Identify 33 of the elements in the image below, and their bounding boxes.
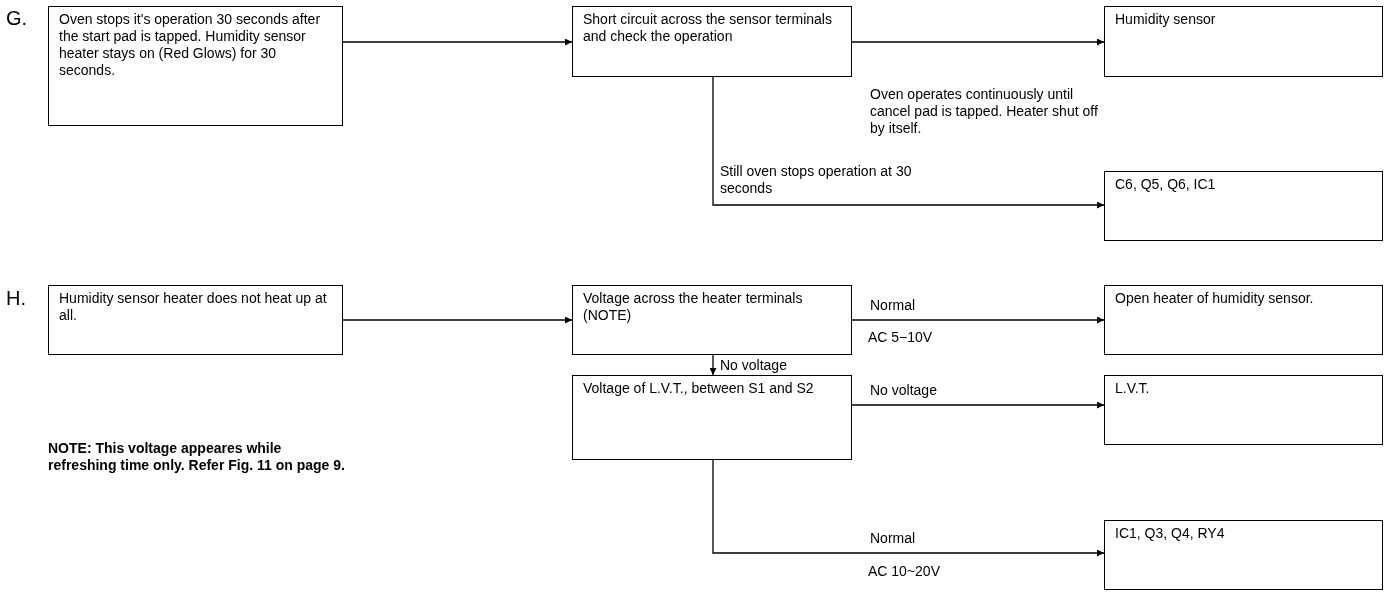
process-box (1104, 520, 1383, 590)
voltage-label: AC 10~20V (868, 563, 941, 580)
box-text: Voltage across the heater terminals (NOTE) (583, 290, 804, 324)
voltage-label: AC 5−10V (868, 329, 934, 346)
process-box (1104, 6, 1383, 77)
section-letter: G. (6, 10, 29, 27)
process-box (572, 375, 852, 460)
box-text: C6, Q5, Q6, IC1 (1115, 176, 1217, 193)
process-box (48, 6, 343, 126)
process-box (1104, 171, 1383, 241)
arrow (851, 401, 1105, 409)
arrow (709, 354, 717, 376)
section-letter: H. (6, 290, 27, 307)
arrow (712, 76, 1105, 209)
arrow (712, 459, 1105, 557)
box-text: Humidity sensor heater does not heat up at all. (59, 290, 328, 324)
box-text: IC1, Q3, Q4, RY4 (1115, 525, 1226, 542)
note-text: NOTE: This voltage appeares while refreshing time only. Refer Fig. 11 on page 9. (48, 440, 346, 474)
process-box (48, 285, 343, 355)
process-box (572, 285, 852, 355)
process-box (572, 6, 852, 77)
box-text: L.V.T. (1115, 380, 1151, 397)
box-text: Open heater of humidity sensor. (1115, 290, 1315, 307)
process-box (1104, 285, 1383, 355)
box-text: Voltage of L.V.T., between S1 and S2 (583, 380, 815, 397)
box-text: Humidity sensor (1115, 11, 1217, 28)
arrow (342, 38, 573, 46)
arrow (851, 316, 1105, 324)
box-text: Short circuit across the sensor terminals and check the operation (583, 11, 833, 45)
process-box (1104, 375, 1383, 445)
arrow (342, 316, 573, 324)
box-text: Oven stops it's operation 30 seconds after the start pad is tapped. Humidity sensor heater stays on (Red Glows) for 30 seconds. (59, 11, 322, 79)
arrow (851, 38, 1105, 46)
